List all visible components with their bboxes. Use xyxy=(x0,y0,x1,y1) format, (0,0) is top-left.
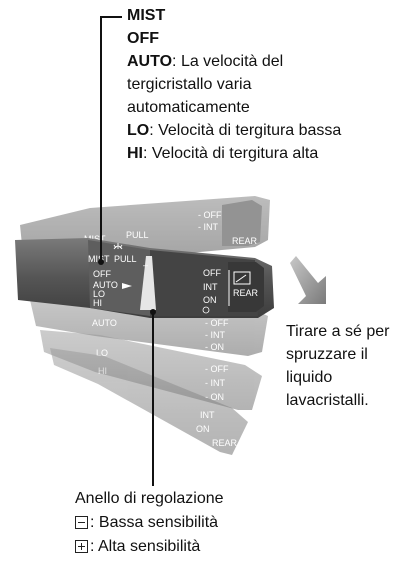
label-auto-key: AUTO xyxy=(127,53,173,70)
lever-label-rear-on: ON xyxy=(203,295,217,305)
lever-label-pull: PULL xyxy=(114,254,137,264)
pull-arrow-icon xyxy=(290,256,326,304)
label-auto-desc-3: automaticamente xyxy=(127,99,250,116)
label-auto: AUTO: La velocità del xyxy=(127,52,283,72)
svg-text:ON: ON xyxy=(196,424,210,434)
minus-box-icon xyxy=(75,516,88,529)
adjust-ring-plus: : Alta sensibilità xyxy=(75,537,200,557)
svg-text:LO: LO xyxy=(96,348,108,358)
washer-spray-icon xyxy=(113,243,123,250)
svg-text:HI: HI xyxy=(98,366,107,376)
label-lo-key: LO xyxy=(127,122,150,139)
label-auto-desc: : La velocità del xyxy=(172,53,284,70)
svg-text:MIST: MIST xyxy=(84,234,106,244)
svg-text:PULL: PULL xyxy=(126,230,149,240)
adjust-ring-plus-desc: : Alta sensibilità xyxy=(90,538,201,555)
leader-line-wiper-positions xyxy=(100,16,122,262)
ghost-lever-lower-3: HI INT ON REAR xyxy=(50,348,248,455)
label-auto-desc-2: tergicristallo varia xyxy=(127,76,252,93)
lever-label-lo: LO xyxy=(93,289,105,299)
label-hi-key: HI xyxy=(127,145,143,162)
lever-label-mist: MIST xyxy=(88,254,110,264)
lever-label-minus: – xyxy=(143,260,148,270)
lever-label-rear: REAR xyxy=(233,288,259,298)
label-hi: HI: Velocità di tergitura alta xyxy=(127,144,318,164)
adjust-ring-minus: : Bassa sensibilità xyxy=(75,513,218,533)
svg-text:- ON: - ON xyxy=(205,342,224,352)
washer-note-line-1: Tirare a sé per xyxy=(286,323,390,340)
label-lo: LO: Velocità di tergitura bassa xyxy=(127,121,341,141)
svg-text:- INT: - INT xyxy=(198,222,218,232)
washer-note-line-3: liquido xyxy=(286,369,333,386)
svg-text:INT: INT xyxy=(200,410,215,420)
svg-text:REAR: REAR xyxy=(212,438,238,448)
label-lo-desc: : Velocità di tergitura bassa xyxy=(149,122,342,139)
wiper-lever-main: MIST PULL OFF AUTO LO HI – + OFF INT ON … xyxy=(15,238,274,318)
washer-note-line-2: spruzzare il xyxy=(286,346,368,363)
svg-text:- INT: - INT xyxy=(205,378,225,388)
washer-note-line-4: lavacristalli. xyxy=(286,392,369,409)
svg-text:- OFF: - OFF xyxy=(205,318,229,328)
label-mist: MIST xyxy=(127,7,166,24)
label-hi-desc: : Velocità di tergitura alta xyxy=(143,145,319,162)
ghost-lever-lower-2: LO - OFF - INT - ON xyxy=(40,330,262,410)
lever-label-auto: AUTO xyxy=(93,280,118,290)
lever-label-rear-int: INT xyxy=(203,282,218,292)
lever-label-hi: HI xyxy=(93,298,102,308)
plus-box-icon xyxy=(75,540,88,553)
rear-wiper-icon xyxy=(233,271,251,285)
svg-text:- OFF: - OFF xyxy=(198,210,222,220)
svg-text:REAR: REAR xyxy=(232,236,258,246)
label-off: OFF xyxy=(127,30,159,47)
adjust-ring-minus-desc: : Bassa sensibilità xyxy=(90,514,219,531)
lever-label-off: OFF xyxy=(93,269,111,279)
svg-text:- OFF: - OFF xyxy=(205,364,229,374)
svg-text:AUTO: AUTO xyxy=(92,318,117,328)
adjust-ring-title: Anello di regolazione xyxy=(75,490,224,507)
lever-label-rear-off: OFF xyxy=(203,268,221,278)
svg-text:- INT: - INT xyxy=(205,330,225,340)
svg-text:- ON: - ON xyxy=(205,392,224,402)
